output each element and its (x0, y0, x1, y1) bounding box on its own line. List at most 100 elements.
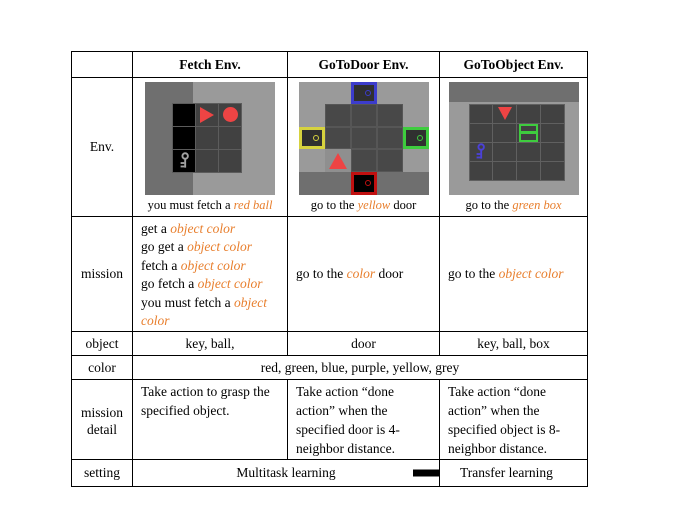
gotodoor-env-content: go to the yellow door (289, 79, 439, 216)
agent-triangle-icon (328, 152, 347, 169)
header-gotodoor-env: GoToDoor Env. (287, 51, 440, 78)
grid-cell (173, 149, 195, 172)
wall-cell (298, 81, 325, 105)
grid-cell (469, 104, 493, 123)
header-fetch-env: Fetch Env. (132, 51, 288, 78)
plain-text: go to the (465, 197, 513, 212)
gotoobject-env-caption: go to the green box (465, 198, 561, 213)
gotodoor-env-caption: go to the yellow door (311, 198, 417, 213)
row-label-object: object (71, 331, 133, 356)
green-door (402, 126, 429, 150)
row-label-mission-detail: mission detail (71, 379, 133, 460)
grid-cell (219, 149, 241, 172)
door-knob-icon (312, 134, 319, 141)
gotoobject-env-content: go to the green box (441, 79, 587, 216)
plain-text: you must fetch a (141, 294, 234, 310)
grid-cell (517, 161, 540, 180)
mission-line: go get a object color (141, 238, 279, 256)
green-box-icon (518, 123, 538, 142)
mission-gotoobject-cell: go to the object color (439, 216, 588, 332)
setting-multitask-cell: Multitask learning (132, 459, 440, 487)
plain-text: go to the (296, 266, 347, 281)
wall-cell (402, 81, 429, 105)
grid-cell (517, 142, 540, 161)
mission-line: get a object color (141, 220, 279, 238)
grid-cell (517, 104, 540, 123)
yellow-door (298, 126, 325, 150)
header-gotoobject-env: GoToObject Env. (439, 51, 588, 78)
wall-cell (298, 104, 325, 127)
fetch-env-image (145, 81, 275, 195)
grid-cell (540, 104, 564, 123)
color-values-cell: red, green, blue, purple, yellow, grey (132, 355, 588, 380)
row-label-mission: mission (71, 216, 133, 332)
gotoobject-env-cell: go to the green box (439, 77, 588, 217)
plain-text: door (375, 266, 404, 281)
grid-cell (469, 123, 493, 142)
fetch-env-content: you must fetch a red ball (134, 79, 287, 216)
gotodoor-env-image (298, 81, 429, 195)
multitask-learning-label: Multitask learning (236, 465, 336, 480)
wall-cell (324, 171, 351, 195)
wall-cell (376, 171, 403, 195)
env-comparison-table: Fetch Env. GoToDoor Env. GoToObject Env.… (71, 51, 588, 487)
env-row: Env. (71, 77, 588, 217)
grid-cell (196, 126, 218, 149)
gotoobject-grid (468, 103, 565, 181)
wall-cell (402, 171, 429, 195)
floor-cell (376, 104, 403, 127)
mission-line: fetch a object color (141, 257, 279, 275)
corner-cell (71, 51, 133, 78)
floor-cell (376, 149, 403, 172)
mission-gotodoor-cell: go to the color door (287, 216, 440, 332)
red-ball-icon (222, 107, 238, 122)
blue-door (350, 81, 377, 105)
plain-text: go get a (141, 239, 188, 255)
green-box-bar (520, 131, 536, 134)
wall-cell (402, 149, 429, 172)
wall-band (448, 81, 579, 102)
fetch-env-cell: you must fetch a red ball (132, 77, 288, 217)
agent-triangle-icon (497, 107, 512, 120)
grid-cell (469, 142, 493, 161)
variable-text: object color (197, 276, 263, 292)
grid-cell (219, 103, 241, 126)
grey-key-icon (180, 152, 189, 168)
grid-cell (540, 142, 564, 161)
gotoobject-env-image (448, 81, 579, 195)
grid-cell (540, 123, 564, 142)
floor-cell (350, 104, 377, 127)
variable-text: object color (141, 294, 267, 329)
mission-line: you must fetch a object color (141, 294, 279, 331)
detail-gotoobject-cell: Take action “done action” when the speci… (439, 379, 588, 460)
floor-cell (350, 149, 377, 172)
object-gotoobject-cell: key, ball, box (439, 331, 588, 356)
object-gotodoor-cell: door (287, 331, 440, 356)
row-label-setting: setting (71, 459, 133, 487)
red-door (350, 171, 377, 195)
plain-text: door (390, 197, 417, 212)
color-row: color red, green, blue, purple, yellow, … (71, 355, 588, 380)
variable-text: red ball (233, 197, 273, 212)
grid-cell (493, 123, 516, 142)
mission-row: mission get a object color go get a obje… (71, 216, 588, 332)
variable-text: object color (180, 257, 246, 273)
grid-cell (173, 126, 195, 149)
door-knob-icon (364, 89, 371, 96)
wall-cell (324, 81, 351, 105)
grid-cell (196, 103, 218, 126)
detail-fetch-cell: Take action to grasp the specified objec… (132, 379, 288, 460)
mission-line: go fetch a object color (141, 275, 279, 293)
variable-text: object color (187, 239, 252, 255)
detail-gotodoor-cell: Take action “done action” when the speci… (287, 379, 440, 460)
floor-cell (324, 104, 351, 127)
floor-cell (350, 126, 377, 150)
wall-cell (402, 104, 429, 127)
agent-triangle-icon (200, 106, 214, 123)
variable-text: color (346, 266, 376, 281)
agent-cell (324, 149, 351, 172)
fetch-grid (172, 102, 242, 173)
env-comparison-table-wrapper: Fetch Env. GoToDoor Env. GoToObject Env.… (71, 51, 588, 487)
grid-cell (517, 123, 540, 142)
